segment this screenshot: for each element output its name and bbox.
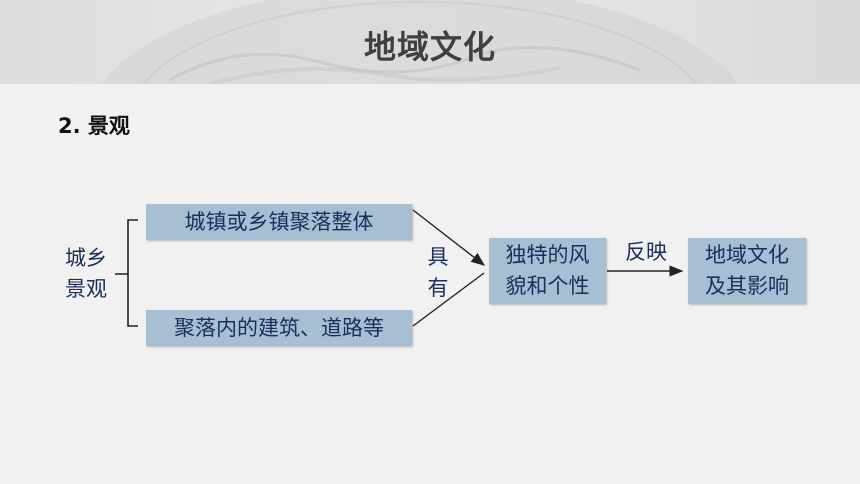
result-box: 地域文化 及其影响 [688, 238, 806, 304]
bracket-line [115, 219, 138, 327]
page-title: 地域文化 [363, 28, 496, 66]
bottom-branch-arrow [412, 272, 485, 327]
root-label-line2: 景观 [65, 277, 107, 301]
result-box-line1: 地域文化 [705, 243, 789, 267]
section-heading: 2. 景观 [58, 114, 130, 138]
middle-box: 独特的风 貌和个性 [489, 238, 606, 304]
middle-box-line1: 独特的风 [505, 243, 590, 267]
arrow-label: 反映 [625, 240, 667, 264]
globe-watermark-icon [101, 0, 739, 84]
middle-box-line2: 貌和个性 [505, 274, 590, 298]
root-label-line1: 城乡 [65, 246, 107, 270]
merge-label: 具 有 [426, 242, 450, 304]
result-box-line2: 及其影响 [705, 274, 789, 298]
top-branch-arrow [412, 209, 486, 266]
branch-bottom-box: 聚落内的建筑、道路等 [146, 310, 412, 346]
branch-top-text: 城镇或乡镇聚落整体 [184, 209, 374, 234]
root-label: 城乡 景观 [58, 243, 114, 305]
header-band: 地域文化 [0, 0, 860, 84]
branch-top-box: 城镇或乡镇聚落整体 [146, 204, 412, 240]
merge-label-line1: 具 [427, 245, 449, 269]
merge-label-line2: 有 [427, 276, 449, 300]
branch-bottom-text: 聚落内的建筑、道路等 [174, 315, 384, 340]
